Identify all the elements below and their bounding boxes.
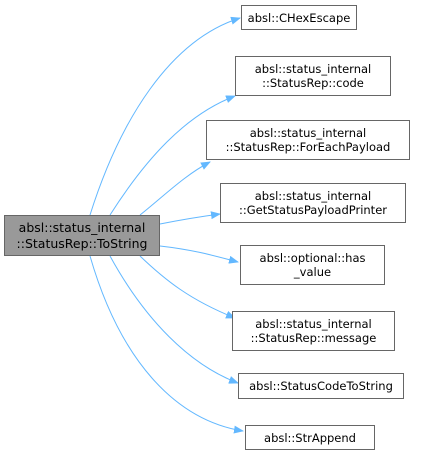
node-getstatuspayloadprinter[interactable]: absl::status_internal ::GetStatusPayload… [220,183,406,223]
node-statusrep-code-line2: ::StatusRep::code [262,76,364,90]
edge-to-strappend [89,255,244,434]
edge-to-chexescape [89,16,241,216]
node-statusrep-foreachpayload-line1: absl::status_internal [249,126,367,140]
source-node-line1: absl::status_internal [18,219,146,235]
edge-to-statusrep-foreachpayload [139,161,211,216]
node-statusrep-message-line1: absl::status_internal [255,317,372,331]
node-statusrep-code-line1: absl::status_internal [254,62,372,76]
node-statusrep-message-line2: ::StatusRep::message [250,331,377,345]
edge-to-optional-has-value [159,245,239,264]
node-strappend-label: absl::StrAppend [264,430,356,445]
node-chexescape-label: absl::CHexEscape [247,10,351,25]
node-statuscodetostring-label: absl::StatusCodeToString [249,379,393,393]
node-getstatuspayloadprinter-line1: absl::status_internal [254,189,372,203]
edge-to-statuscodetostring [109,255,239,384]
node-optional-has-value[interactable]: absl::optional::has _value [240,245,385,285]
edge-to-statusrep-code [109,95,236,216]
node-chexescape[interactable]: absl::CHexEscape [241,5,357,30]
node-optional-has-value-line2: _value [293,265,332,279]
node-statusrep-code[interactable]: absl::status_internal ::StatusRep::code [235,56,391,96]
node-statusrep-foreachpayload-line2: ::StatusRep::ForEachPayload [225,140,391,154]
node-statusrep-foreachpayload[interactable]: absl::status_internal ::StatusRep::ForEa… [206,120,410,160]
node-statuscodetostring[interactable]: absl::StatusCodeToString [238,373,404,399]
node-optional-has-value-line1: absl::optional::has [259,251,366,265]
node-getstatuspayloadprinter-line2: ::GetStatusPayloadPrinter [239,203,387,217]
edge-to-statusrep-message [139,255,236,319]
edge-to-getstatuspayloadprinter [159,211,221,225]
node-statusrep-message[interactable]: absl::status_internal ::StatusRep::messa… [232,311,395,351]
source-node-line2: ::StatusRep::ToString [16,235,148,251]
node-strappend[interactable]: absl::StrAppend [245,425,375,450]
source-node-statusrep-tostring[interactable]: absl::status_internal ::StatusRep::ToStr… [4,215,160,256]
